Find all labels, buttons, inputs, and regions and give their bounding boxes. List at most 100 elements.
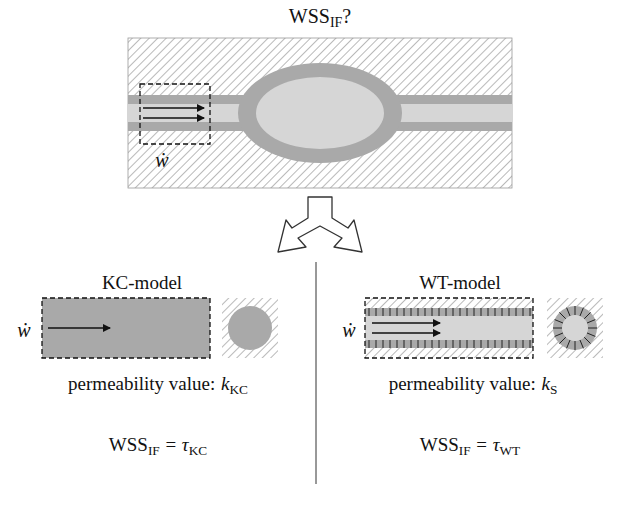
- model-heading: WT-model: [419, 272, 501, 293]
- wall-tick: [584, 312, 590, 318]
- text-line: ẇ: [342, 319, 355, 342]
- text-line: WSSIF?: [289, 5, 351, 31]
- wall-tick: [530, 308, 531, 316]
- text-line: WT-model: [419, 272, 501, 294]
- wall-tick: [411, 308, 412, 316]
- text-line: permeability value: kS: [389, 373, 558, 398]
- symbol: τ: [182, 434, 189, 455]
- wall-tick: [495, 308, 496, 316]
- wall-tick: [516, 308, 517, 316]
- wall-tick: [383, 340, 384, 348]
- wall-tick: [418, 308, 419, 316]
- wall-tick: [488, 308, 489, 316]
- subscript: IF: [330, 15, 342, 30]
- subscript: IF: [459, 442, 471, 457]
- question-mark: ?: [342, 5, 351, 27]
- flow-symbol: ẇ: [342, 319, 355, 341]
- wall-tick: [509, 340, 510, 348]
- wall-tick: [575, 341, 576, 350]
- wall-tick: [502, 308, 503, 316]
- wall-tick: [553, 328, 562, 329]
- wall-tick: [488, 340, 489, 348]
- flow-symbol: ẇ: [17, 319, 30, 341]
- wall-tick: [376, 340, 377, 348]
- wall-tick: [580, 340, 583, 348]
- model-heading: KC-model: [102, 272, 182, 293]
- subscript: KC: [189, 442, 207, 457]
- wall-tick: [559, 337, 565, 343]
- wall-tick: [404, 340, 405, 348]
- quantity: WSS: [109, 434, 148, 455]
- wall-tick: [383, 308, 384, 316]
- wall-tick: [474, 340, 475, 348]
- wall-tick: [575, 306, 576, 315]
- wall-tick: [495, 340, 496, 348]
- wall-tick: [390, 308, 391, 316]
- text-line: ẇ: [155, 149, 168, 172]
- wall-tick: [481, 308, 482, 316]
- wall-tick: [404, 308, 405, 316]
- equals-sign: =: [476, 434, 487, 455]
- caption-text: permeability value:: [389, 373, 536, 394]
- wall-tick: [397, 308, 398, 316]
- wall-tick: [432, 340, 433, 348]
- wall-tick: [580, 308, 583, 316]
- text-line: WSSIF = τWT: [420, 434, 521, 459]
- wall-tick: [446, 340, 447, 348]
- wall-tick: [502, 340, 503, 348]
- wall-tick: [460, 308, 461, 316]
- wall-tick: [587, 320, 595, 323]
- wall-tick: [509, 308, 510, 316]
- wall-tick: [425, 308, 426, 316]
- wall-tick: [425, 340, 426, 348]
- wall-tick: [530, 340, 531, 348]
- wall-tick: [588, 328, 597, 329]
- wall-tick: [474, 308, 475, 316]
- wall-tick: [460, 340, 461, 348]
- flow-symbol: ẇ: [155, 149, 168, 171]
- text-line: WSSIF = τKC: [109, 434, 207, 459]
- symbol: k: [221, 373, 229, 394]
- wall-tick: [516, 340, 517, 348]
- wall-tick: [584, 337, 590, 343]
- wall-tick: [411, 340, 412, 348]
- wall-tick: [446, 308, 447, 316]
- subscript: KC: [229, 381, 247, 396]
- equals-sign: =: [165, 434, 176, 455]
- wall-tick: [453, 340, 454, 348]
- wall-tick: [418, 340, 419, 348]
- wall-tick: [567, 340, 570, 348]
- wall-tick: [453, 308, 454, 316]
- symbol: k: [542, 373, 550, 394]
- symbol: τ: [493, 434, 500, 455]
- text-line: permeability value: kKC: [68, 373, 248, 398]
- subscript: IF: [148, 442, 160, 457]
- wall-tick: [397, 340, 398, 348]
- subscript: WT: [500, 442, 521, 457]
- caption-text: permeability value:: [68, 373, 215, 394]
- wall-tick: [432, 308, 433, 316]
- wall-tick: [369, 340, 370, 348]
- wall-tick: [467, 308, 468, 316]
- subscript: S: [550, 381, 557, 396]
- wall-tick: [523, 308, 524, 316]
- wall-tick: [439, 308, 440, 316]
- wall-tick: [523, 340, 524, 348]
- wall-tick: [555, 333, 563, 336]
- wall-tick: [376, 308, 377, 316]
- wall-tick: [369, 308, 370, 316]
- text-line: ẇ: [17, 319, 30, 342]
- wall-tick: [555, 320, 563, 323]
- wall-tick: [559, 312, 565, 318]
- wall-tick: [481, 340, 482, 348]
- wall-tick: [439, 340, 440, 348]
- wall-tick: [467, 340, 468, 348]
- wall-tick: [567, 308, 570, 316]
- quantity: WSS: [289, 5, 330, 27]
- wall-tick: [587, 333, 595, 336]
- quantity: WSS: [420, 434, 459, 455]
- text-line: KC-model: [102, 272, 182, 294]
- wall-tick: [390, 340, 391, 348]
